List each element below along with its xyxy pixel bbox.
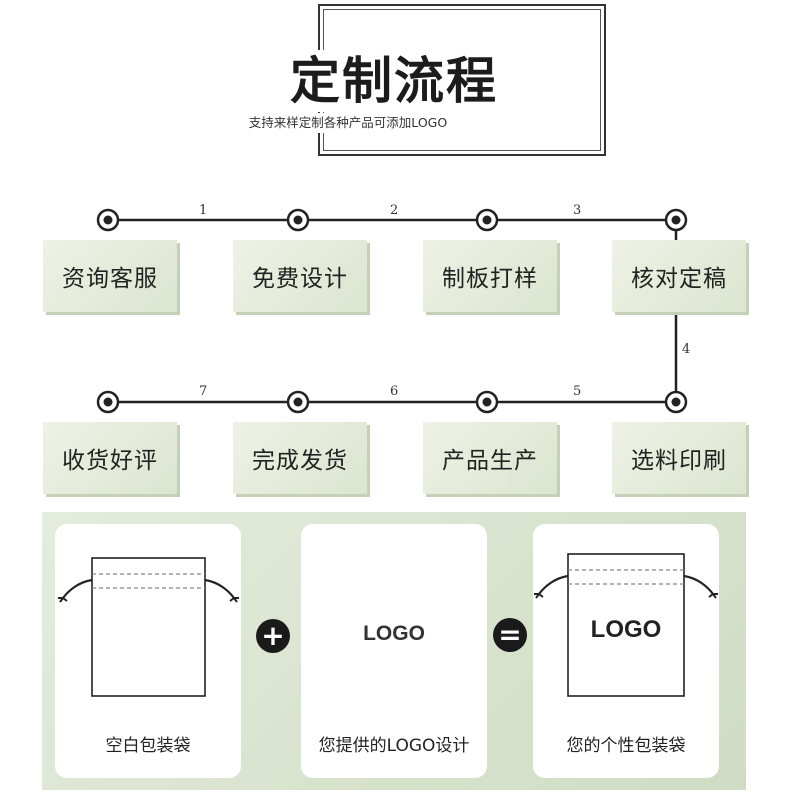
node-7 xyxy=(286,390,310,414)
equals-icon: = xyxy=(493,618,527,652)
page-title: 定制流程 xyxy=(290,52,498,110)
blank-bag-illustration xyxy=(58,557,239,697)
step-number-2: 2 xyxy=(390,203,399,218)
step-material-printing: 选料印刷 xyxy=(612,422,746,494)
page-subtitle: 支持来样定制各种产品可添加LOGO xyxy=(248,115,448,130)
logo-text: LOGO xyxy=(363,622,425,645)
custom-bag-label: 您的个性包装袋 xyxy=(566,736,686,756)
custom-bag-card: LOGO 您的个性包装袋 xyxy=(533,524,719,778)
node-1 xyxy=(96,208,120,232)
node-8 xyxy=(96,390,120,414)
node-2 xyxy=(286,208,310,232)
step-number-4: 4 xyxy=(682,342,691,357)
step-production: 产品生产 xyxy=(423,422,557,494)
step-consult-service: 资询客服 xyxy=(43,240,177,312)
step-sample-making: 制板打样 xyxy=(423,240,557,312)
step-free-design: 免费设计 xyxy=(233,240,367,312)
step-number-7: 7 xyxy=(199,384,208,399)
step-number-5: 5 xyxy=(573,384,582,399)
subtitle-mask xyxy=(236,113,458,133)
blank-bag-card: 空白包装袋 xyxy=(55,524,241,778)
step-receive-review: 收货好评 xyxy=(43,422,177,494)
blank-bag-label: 空白包装袋 xyxy=(105,736,191,756)
logo-design-card: LOGO 您提供的LOGO设计 xyxy=(301,524,487,778)
custom-bag-illustration xyxy=(534,553,718,697)
node-5 xyxy=(664,390,688,414)
step-number-6: 6 xyxy=(390,384,399,399)
step-shipping: 完成发货 xyxy=(233,422,367,494)
step-number-1: 1 xyxy=(199,203,208,218)
custom-bag-logo-text: LOGO xyxy=(590,616,662,643)
plus-icon: + xyxy=(256,619,290,653)
node-6 xyxy=(475,390,499,414)
node-4 xyxy=(664,208,688,232)
step-number-3: 3 xyxy=(573,203,582,218)
logo-design-label: 您提供的LOGO设计 xyxy=(318,736,470,756)
title-mask xyxy=(246,50,542,112)
node-3 xyxy=(475,208,499,232)
step-confirm-draft: 核对定稿 xyxy=(612,240,746,312)
